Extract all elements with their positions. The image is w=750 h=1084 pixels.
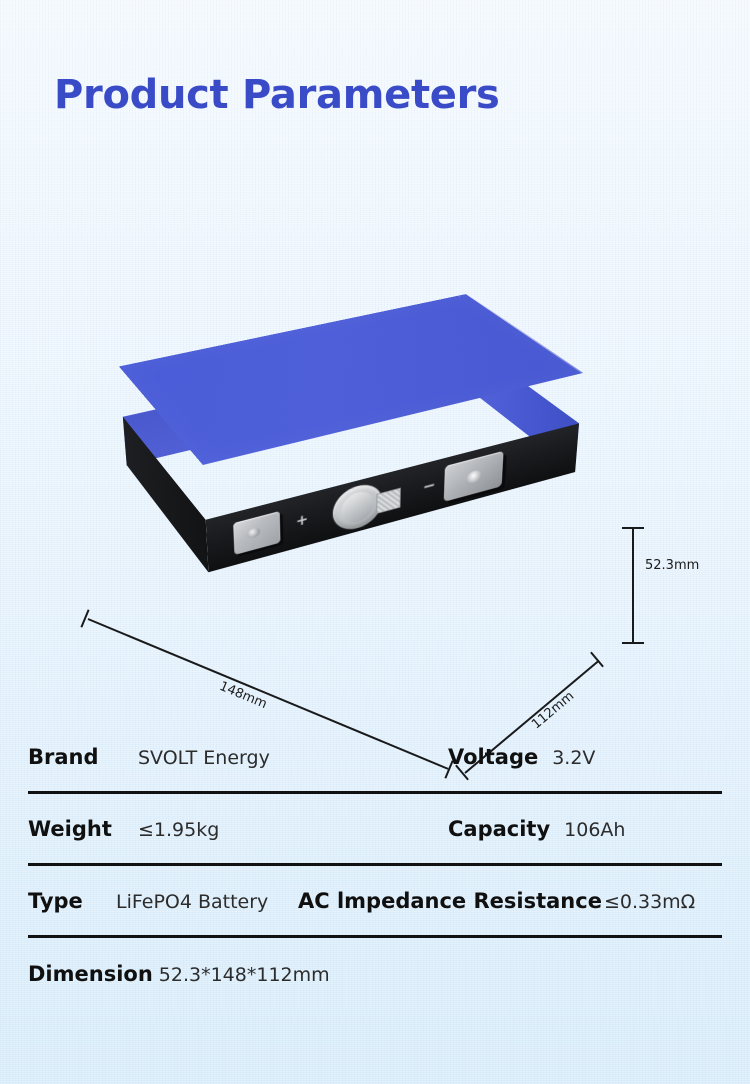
spec-key: AC lmpedance Resistance (298, 888, 602, 913)
spec-value: ≤1.95kg (138, 818, 220, 841)
spec-value: ≤0.33mΩ (603, 890, 696, 913)
dimension-line-height (632, 528, 634, 643)
spec-key: Capacity (448, 816, 551, 841)
spec-value: 52.3*148*112mm (158, 964, 330, 986)
spec-key: Type (28, 888, 83, 913)
positive-terminal-icon (233, 511, 281, 555)
spec-key: Weight (28, 816, 112, 841)
spec-table: Brand SVOLT Energy Voltage 3.2V Weight ≤… (28, 722, 722, 1010)
dimension-label-height: 52.3mm (645, 558, 700, 573)
table-row: Type LiFePO4 Battery AC lmpedance Resist… (28, 866, 722, 938)
table-row: Weight ≤1.95kg Capacity 106Ah (28, 794, 722, 866)
spec-cell-voltage: Voltage 3.2V (448, 745, 722, 769)
spec-key: Voltage (448, 744, 539, 769)
negative-terminal-icon (443, 450, 504, 502)
dimension-cap-top (622, 527, 644, 529)
spec-value: LiFePO4 Battery (116, 890, 269, 913)
safety-vent-icon (332, 479, 383, 535)
spec-key: Brand (28, 744, 99, 769)
spec-cell-type: Type LiFePO4 Battery (28, 889, 298, 913)
spec-cell-brand: Brand SVOLT Energy (28, 745, 448, 769)
product-image: + − 52.3mm 148mm 112mm (0, 160, 750, 781)
page-title: Product Parameters (54, 72, 500, 118)
spec-key: Dimension (28, 962, 153, 986)
spec-cell-dimension: Dimension 52.3*148*112mm (28, 962, 722, 986)
minus-mark-icon: − (422, 475, 436, 498)
spec-cell-capacity: Capacity 106Ah (448, 817, 722, 841)
spec-value: 3.2V (552, 746, 596, 769)
edge-highlight (465, 293, 585, 374)
battery-3d-model: + − (118, 293, 585, 573)
plus-mark-icon: + (295, 510, 309, 531)
dimension-cap-bottom (622, 642, 644, 644)
spec-cell-weight: Weight ≤1.95kg (28, 817, 448, 841)
spec-value: SVOLT Energy (138, 746, 270, 769)
spec-value: 106Ah (564, 818, 626, 841)
table-row: Brand SVOLT Energy Voltage 3.2V (28, 722, 722, 794)
table-row: Dimension 52.3*148*112mm (28, 938, 722, 1010)
spec-cell-ac-impedance: AC lmpedance Resistance ≤0.33mΩ (298, 889, 722, 913)
